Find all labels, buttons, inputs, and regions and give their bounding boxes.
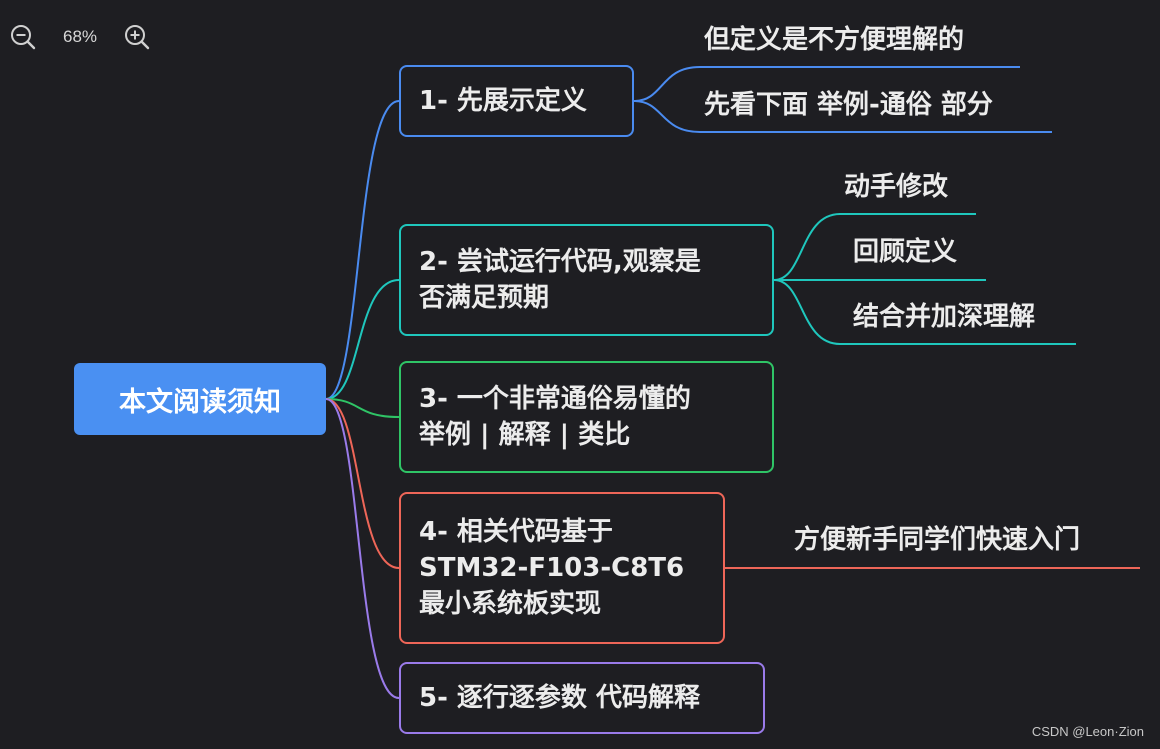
zoom-toolbar: 68%	[8, 22, 152, 52]
leaf-node-2-1[interactable]: 动手修改	[844, 172, 949, 202]
branch-node-1[interactable]: 1- 先展示定义	[399, 65, 634, 137]
zoom-level: 68%	[62, 27, 98, 46]
connector-branch-2-child-1	[773, 213, 976, 281]
connector-branch-1-child-1	[633, 66, 1020, 102]
connector-root-branch-4	[325, 398, 400, 569]
branch-node-2[interactable]: 2- 尝试运行代码,观察是 否满足预期	[399, 224, 774, 336]
leaf-node-1-1[interactable]: 但定义是不方便理解的	[704, 25, 965, 55]
connector-root-branch-5	[325, 398, 400, 699]
zoom-in-icon[interactable]	[122, 22, 152, 52]
connector-branch-2-child-3	[773, 279, 1076, 345]
connector-root-branch-1	[325, 100, 400, 400]
leaf-node-4-1[interactable]: 方便新手同学们快速入门	[794, 525, 1081, 555]
branch-node-4[interactable]: 4- 相关代码基于 STM32-F103-C8T6 最小系统板实现	[399, 492, 725, 644]
leaf-node-2-2[interactable]: 回顾定义	[853, 237, 958, 267]
branch-node-3[interactable]: 3- 一个非常通俗易懂的 举例 | 解释 | 类比	[399, 361, 774, 473]
connector-root-branch-3	[325, 398, 400, 418]
leaf-node-1-2[interactable]: 先看下面 举例-通俗 部分	[704, 90, 993, 120]
branch-node-5[interactable]: 5- 逐行逐参数 代码解释	[399, 662, 765, 734]
zoom-out-icon[interactable]	[8, 22, 38, 52]
mindmap-root-node[interactable]: 本文阅读须知	[74, 363, 326, 435]
watermark: CSDN @Leon·Zion	[1031, 724, 1144, 739]
connector-root-branch-2	[325, 279, 400, 400]
connector-branch-1-child-2	[633, 100, 1052, 133]
leaf-node-2-3[interactable]: 结合并加深理解	[853, 302, 1036, 332]
